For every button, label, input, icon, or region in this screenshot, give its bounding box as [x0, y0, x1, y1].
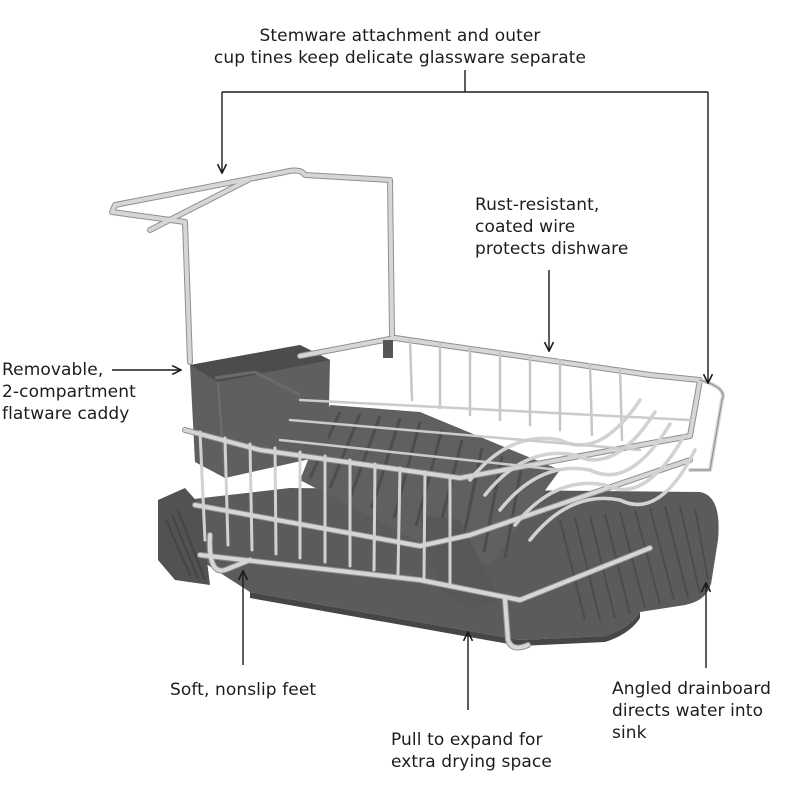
callout-flatware-caddy: Removable, 2-compartment flatware caddy — [2, 360, 136, 424]
callout-drainboard: Angled drainboard directs water into sin… — [612, 679, 772, 743]
wire-basket — [109, 167, 725, 651]
callout-rust-resistant: Rust-resistant, coated wire protects dis… — [475, 195, 629, 259]
callout-stemware: Stemware attachment and outer cup tines … — [213, 26, 587, 68]
callout-nonslip-feet: Soft, nonslip feet — [170, 680, 317, 700]
callout-expand: Pull to expand for extra drying space — [391, 730, 552, 772]
expandable-extension — [158, 488, 210, 585]
leader-lines — [112, 70, 708, 710]
